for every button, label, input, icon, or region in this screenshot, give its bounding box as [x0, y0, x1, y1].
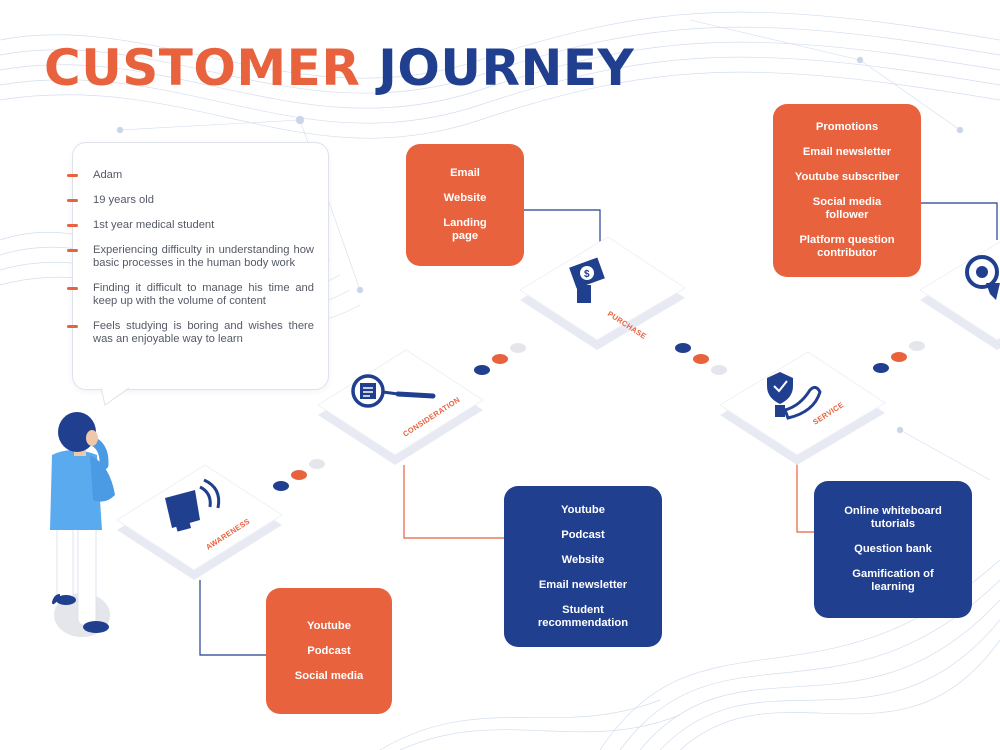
awareness-channels-box: Youtube Podcast Social media: [266, 588, 392, 714]
loyalty-channels-box: Promotions Email newsletter Youtube subs…: [773, 104, 921, 277]
title-word-journey: JOURNEY: [378, 39, 635, 97]
persona-item: Feels studying is boring and wishes ther…: [67, 320, 314, 346]
persona-text: Experiencing difficulty in understanding…: [93, 244, 314, 269]
svg-text:$: $: [584, 269, 590, 280]
persona-text: 19 years old: [93, 194, 154, 206]
channel-item: Platform question contributor: [799, 234, 895, 259]
persona-item: 1st year medical student: [67, 219, 314, 232]
persona-text: Finding it difficult to manage his time …: [93, 282, 314, 307]
persona-item: Experiencing difficulty in understanding…: [67, 244, 314, 270]
persona-text: Feels studying is boring and wishes ther…: [93, 320, 314, 345]
channel-item: Promotions: [815, 121, 879, 133]
megaphone-icon: [165, 478, 221, 532]
persona-item: Finding it difficult to manage his time …: [67, 282, 314, 308]
connector-loyalty: [920, 202, 998, 240]
money-hand-icon: $: [569, 257, 605, 303]
persona-item: Adam: [67, 169, 314, 182]
channel-item: Website: [561, 553, 605, 566]
channel-item: Social media: [294, 669, 364, 682]
step-dots-3: [675, 343, 727, 375]
connector-service: [796, 462, 814, 533]
connector-consideration: [403, 465, 505, 539]
consideration-channels-box: Youtube Podcast Website Email newsletter…: [504, 486, 662, 647]
channel-item: Online whiteboard tutorials: [844, 505, 942, 530]
channel-item: Social media follower: [812, 196, 882, 221]
page-title: CUSTOMER JOURNEY: [44, 38, 634, 98]
persona-text: 1st year medical student: [93, 219, 215, 231]
award-badge-icon: [965, 255, 1000, 300]
service-channels-box: Online whiteboard tutorials Question ban…: [814, 481, 972, 618]
connector-awareness: [199, 580, 266, 656]
channel-item: Youtube subscriber: [794, 171, 900, 183]
step-dots-4: [873, 341, 925, 373]
channel-item: Student recommendation: [537, 603, 629, 629]
step-dots-1: [273, 459, 325, 491]
shield-hand-icon: [767, 372, 822, 420]
channel-item: Email newsletter: [538, 578, 628, 591]
connector-purchase: [524, 209, 601, 242]
stage-tile-loyalty: [919, 241, 1000, 350]
stage-tile-consideration: CONSIDERATION: [317, 349, 484, 465]
channel-item: Youtube: [561, 503, 605, 516]
purchase-channels-box: Email Website Landing page: [406, 144, 524, 266]
title-word-customer: CUSTOMER: [44, 39, 361, 97]
step-dots-2: [474, 343, 526, 375]
channel-item: Podcast: [307, 644, 351, 657]
persona-text: Adam: [93, 169, 123, 181]
persona-list: Adam 19 years old 1st year medical stude…: [67, 143, 328, 346]
stage-tile-purchase: $ PURCHASE: [519, 236, 686, 350]
channel-item: Landing page: [443, 217, 487, 242]
magnifier-document-icon: [351, 374, 436, 408]
person-illustration: [50, 412, 115, 637]
persona-item: 19 years old: [67, 194, 314, 207]
stage-tile-awareness: AWARENESS: [116, 464, 283, 580]
channel-item: Email newsletter: [802, 146, 892, 158]
channel-item: Gamification of learning: [852, 568, 934, 593]
channel-item: Website: [443, 192, 487, 204]
persona-card-pointer: [101, 387, 130, 406]
persona-card: Adam 19 years old 1st year medical stude…: [67, 142, 329, 406]
channel-item: Question bank: [854, 543, 932, 555]
channel-item: Email: [450, 167, 480, 179]
channel-item: Podcast: [561, 528, 605, 541]
channel-item: Youtube: [307, 619, 351, 632]
stage-tile-service: SERVICE: [719, 351, 886, 465]
